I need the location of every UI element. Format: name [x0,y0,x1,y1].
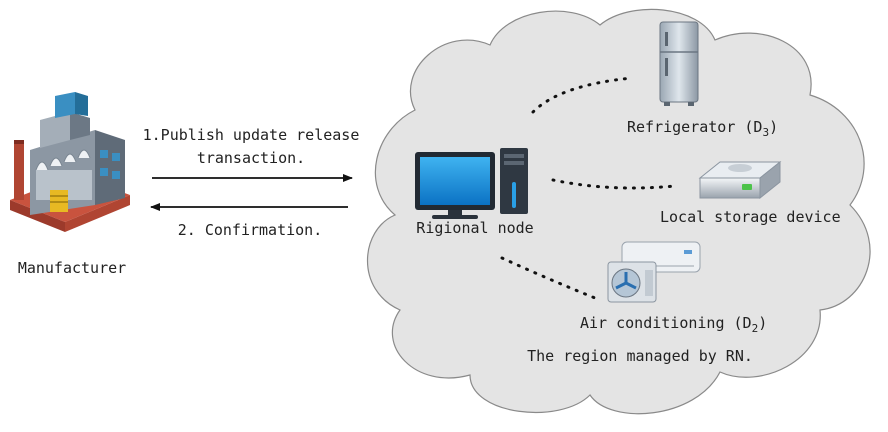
aircon-label: Air conditioning (D2) [580,314,767,335]
aircon-subscript: 2 [752,322,759,335]
link-to-aircon [500,256,602,302]
link-to-storage [551,178,677,190]
region-caption: The region managed by RN. [527,347,753,365]
regional-node-label: Rigional node [416,219,533,237]
storage-label: Local storage device [660,208,841,226]
manufacturer-label: Manufacturer [18,259,126,277]
air-conditioner-icon [607,241,701,303]
refrigerator-label: Refrigerator (D3) [627,118,778,139]
hard-drive-icon [698,160,782,200]
region-cloud [367,8,871,415]
link-to-refrigerator [531,76,634,114]
factory-icon [10,92,130,232]
publish-label-line2: transaction. [197,149,305,167]
refrigerator-icon [659,21,699,106]
confirmation-label: 2. Confirmation. [178,221,323,239]
publish-label-line1: 1.Publish update release [143,126,360,144]
refrigerator-subscript: 3 [762,126,769,139]
desktop-computer-icon [415,148,528,219]
